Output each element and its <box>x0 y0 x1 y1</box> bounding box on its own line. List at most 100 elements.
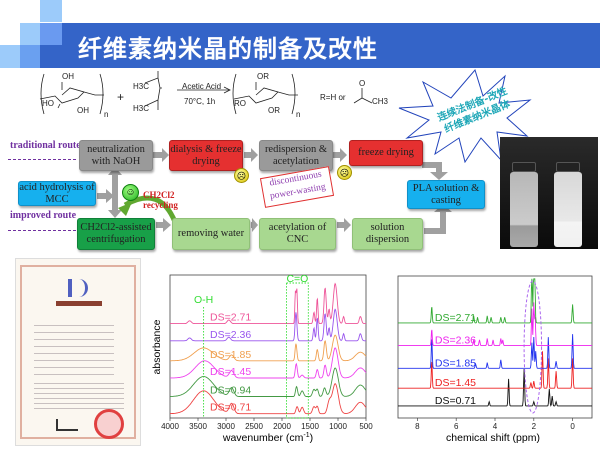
series-label: DS=1.45 <box>435 377 476 389</box>
sad-face-icon: ☹ <box>337 165 352 180</box>
step-redispersion: redispersion & acetylation <box>259 140 333 171</box>
route-arrow <box>8 230 76 231</box>
conditions-label: 70°C, 1h <box>184 97 216 106</box>
slide-title: 纤维素纳米晶的制备及改性 <box>78 35 378 63</box>
oh-label: OH <box>62 72 74 81</box>
series-line <box>398 334 592 369</box>
x-tick-label: 500 <box>359 422 373 431</box>
r-definition: R=H or <box>320 93 346 102</box>
starburst-callout <box>398 68 532 163</box>
sad-face-icon: ☹ <box>234 168 249 183</box>
step-removing-water: removing water <box>172 218 250 250</box>
reagent-label: Acetic Acid <box>182 82 222 91</box>
series-label: DS=1.85 <box>210 349 251 361</box>
series-label: DS=0.71 <box>210 402 251 414</box>
plot-frame <box>397 275 593 419</box>
x-axis-label: wavenumber (cm-1) <box>222 432 313 444</box>
y-axis-label: absorbance <box>151 319 163 374</box>
series-label: DS=0.94 <box>210 385 251 397</box>
step-pla-casting: PLA solution & casting <box>407 180 485 209</box>
series-label: DS=2.36 <box>210 329 251 341</box>
n-label: n <box>296 110 301 119</box>
certificate-border <box>20 265 136 439</box>
reaction-scheme <box>39 71 373 115</box>
series-label: DS=1.85 <box>435 357 476 369</box>
signature <box>56 419 78 431</box>
traditional-route-label: traditional route <box>10 140 81 151</box>
series-line <box>398 302 592 347</box>
vials-photo <box>500 137 598 249</box>
x-axis-label-superscript: -1 <box>303 432 309 439</box>
recycling-line: CH2Cl2 <box>143 190 175 200</box>
decor-square <box>40 0 62 22</box>
decor-square <box>20 45 40 68</box>
or-label: OR <box>257 72 269 81</box>
step-dialysis: dialysis & freeze drying <box>169 140 243 171</box>
x-tick-label: 3000 <box>217 422 235 431</box>
series-label: DS=2.36 <box>435 335 476 347</box>
x-tick-label: 2000 <box>273 422 291 431</box>
or-label: OR <box>268 106 280 115</box>
x-tick-label: 1500 <box>301 422 319 431</box>
certificate-text <box>34 379 124 413</box>
step-solution-dispersion: solution dispersion <box>352 218 423 250</box>
x-tick-label: 2 <box>532 422 537 431</box>
series-line <box>398 368 592 407</box>
improved-route-label: improved route <box>10 210 77 221</box>
x-tick-label: 1000 <box>329 422 347 431</box>
step-neutralization: neutralization with NaOH <box>79 140 153 171</box>
series-line <box>398 351 592 389</box>
ro-label: RO <box>234 99 246 108</box>
certificate-text <box>34 319 114 379</box>
route-arrow <box>8 159 76 160</box>
recycling-line: recycling <box>143 200 178 210</box>
decor-square <box>20 23 40 45</box>
decor-square <box>0 45 20 68</box>
ho-label: HO <box>42 99 54 108</box>
x-tick-label: 2500 <box>245 422 263 431</box>
x-tick-label: 6 <box>454 422 459 431</box>
step-acid-hydrolysis: acid hydrolysis of MCC <box>18 181 96 206</box>
happy-face-icon: ☺ <box>122 184 139 201</box>
x-tick-label: 3500 <box>189 422 207 431</box>
x-tick-label: 4 <box>493 422 498 431</box>
recycling-label: CH2Cl2 recycling <box>143 190 178 210</box>
x-tick-label: 8 <box>415 422 420 431</box>
series-label: DS=2.71 <box>210 312 251 324</box>
h3c-label: H3C <box>133 82 150 91</box>
series-line <box>398 278 592 324</box>
ftir-chart: 4000 3500 3000 2500 2000 1500 1000 500 DS=0.71 DS… <box>151 273 373 444</box>
vial-cap <box>512 162 536 172</box>
patent-logo <box>68 279 88 297</box>
step-freeze-drying: freeze drying <box>349 140 423 166</box>
h3c-label: H3C <box>133 104 150 113</box>
series-line <box>170 308 366 342</box>
decor-square <box>40 23 62 45</box>
oh-label: OH <box>77 106 89 115</box>
title-bar <box>40 23 600 68</box>
series-label: DS=0.71 <box>435 395 476 407</box>
vial-cap <box>556 162 580 172</box>
vial-cloudy <box>554 172 582 247</box>
series-label: DS=1.45 <box>210 366 251 378</box>
n-label: n <box>104 110 109 119</box>
series-line <box>170 347 367 379</box>
vial-clear <box>510 172 538 247</box>
series-line <box>170 383 367 415</box>
plot-frame <box>169 274 367 419</box>
o-label: O <box>359 79 366 88</box>
ch3-label: CH3 <box>372 97 389 106</box>
flow-arrows <box>97 148 452 234</box>
x-tick-label: 4000 <box>161 422 179 431</box>
x-axis-label: chemical shift (ppm) <box>446 432 540 444</box>
oh-annotation: O-H <box>194 294 213 306</box>
x-tick-label: 0 <box>570 422 575 431</box>
step-acetylation-cnc: acetylation of CNC <box>259 218 336 250</box>
series-line <box>170 367 367 397</box>
carbonyl-region <box>286 282 309 419</box>
highlight-ellipse <box>523 280 543 414</box>
step-centrifugation: CH2Cl2-assisted centrifugation <box>77 218 155 250</box>
carbonyl-annotation: C=O <box>286 273 308 285</box>
patent-certificate-image <box>15 258 141 446</box>
series-label: DS=2.71 <box>435 312 476 324</box>
